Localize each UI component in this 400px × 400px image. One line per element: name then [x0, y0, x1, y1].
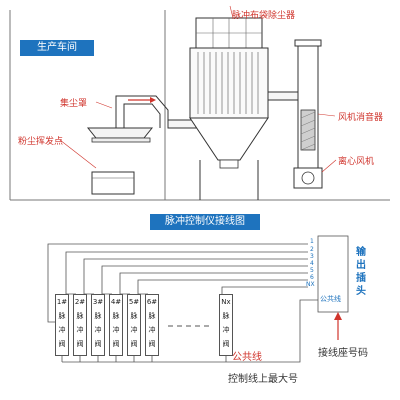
leader-collector [229, 5, 234, 19]
flow-arrow-head [150, 97, 156, 103]
pin-nx: NX [306, 281, 315, 288]
fan-label: 离心风机 [338, 157, 375, 167]
valve-4: 4#脉冲阀 [109, 294, 123, 356]
leader-dust [59, 139, 97, 169]
valve-3: 3#脉冲阀 [91, 294, 105, 356]
pin-3: 3 [310, 253, 314, 260]
filter-bags [197, 52, 259, 114]
hopper-outlet [219, 159, 239, 169]
collector-hopper [189, 117, 269, 161]
dust-source-label: 粉尘挥发点 [18, 137, 64, 147]
valve-drops [61, 356, 227, 362]
socket-arrow-head [334, 312, 342, 320]
wire-4 [101, 265, 308, 295]
valve-5: 5#脉冲阀 [127, 294, 141, 356]
chimney-cap [294, 39, 322, 47]
collector-label: 脉冲布袋除尘器 [232, 11, 296, 21]
leader-silencer [317, 113, 336, 117]
wire-3 [83, 258, 308, 295]
socket-code-label: 接线座号码 [318, 348, 368, 359]
fan-wheel [301, 171, 315, 185]
pin-6: 6 [310, 274, 314, 281]
output-terminal-box [317, 235, 349, 313]
silencer-section [300, 109, 316, 151]
valve-6: 6#脉冲阀 [145, 294, 159, 356]
wire-nx [221, 286, 308, 294]
silencer-hatch [300, 111, 316, 151]
pin-4: 4 [310, 260, 314, 267]
hood-lip [91, 137, 151, 143]
valve-1: 1#脉冲阀 [55, 294, 69, 356]
pin-1: 1 [310, 238, 314, 245]
duct-outer [115, 95, 169, 128]
leader-fan [321, 159, 337, 173]
wiring-title: 脉冲控制仪接线图 [150, 214, 260, 230]
valve-2: 2#脉冲阀 [73, 294, 87, 356]
common-wire [62, 299, 318, 363]
wire-1 [47, 243, 308, 323]
silencer-label: 风机消音器 [338, 113, 384, 123]
dust-source-table [91, 171, 135, 195]
leader-hood [95, 101, 113, 109]
wire-2 [65, 251, 308, 295]
wire-6 [137, 279, 308, 295]
max-control-label: 控制线上最大号 [228, 374, 298, 385]
duct-inner [123, 103, 161, 128]
pin-2: 2 [310, 246, 314, 253]
dust-system-illustration [9, 5, 390, 201]
pin-5: 5 [310, 267, 314, 274]
wire-5 [119, 272, 308, 295]
common-line-label: 公共线 [232, 352, 262, 363]
common-terminal-label: 公共线 [320, 295, 341, 303]
workshop-banner: 生产车间 [20, 40, 94, 56]
output-socket-label: 输 出 插 头 [356, 247, 366, 297]
hood-label: 集尘罩 [60, 99, 88, 109]
